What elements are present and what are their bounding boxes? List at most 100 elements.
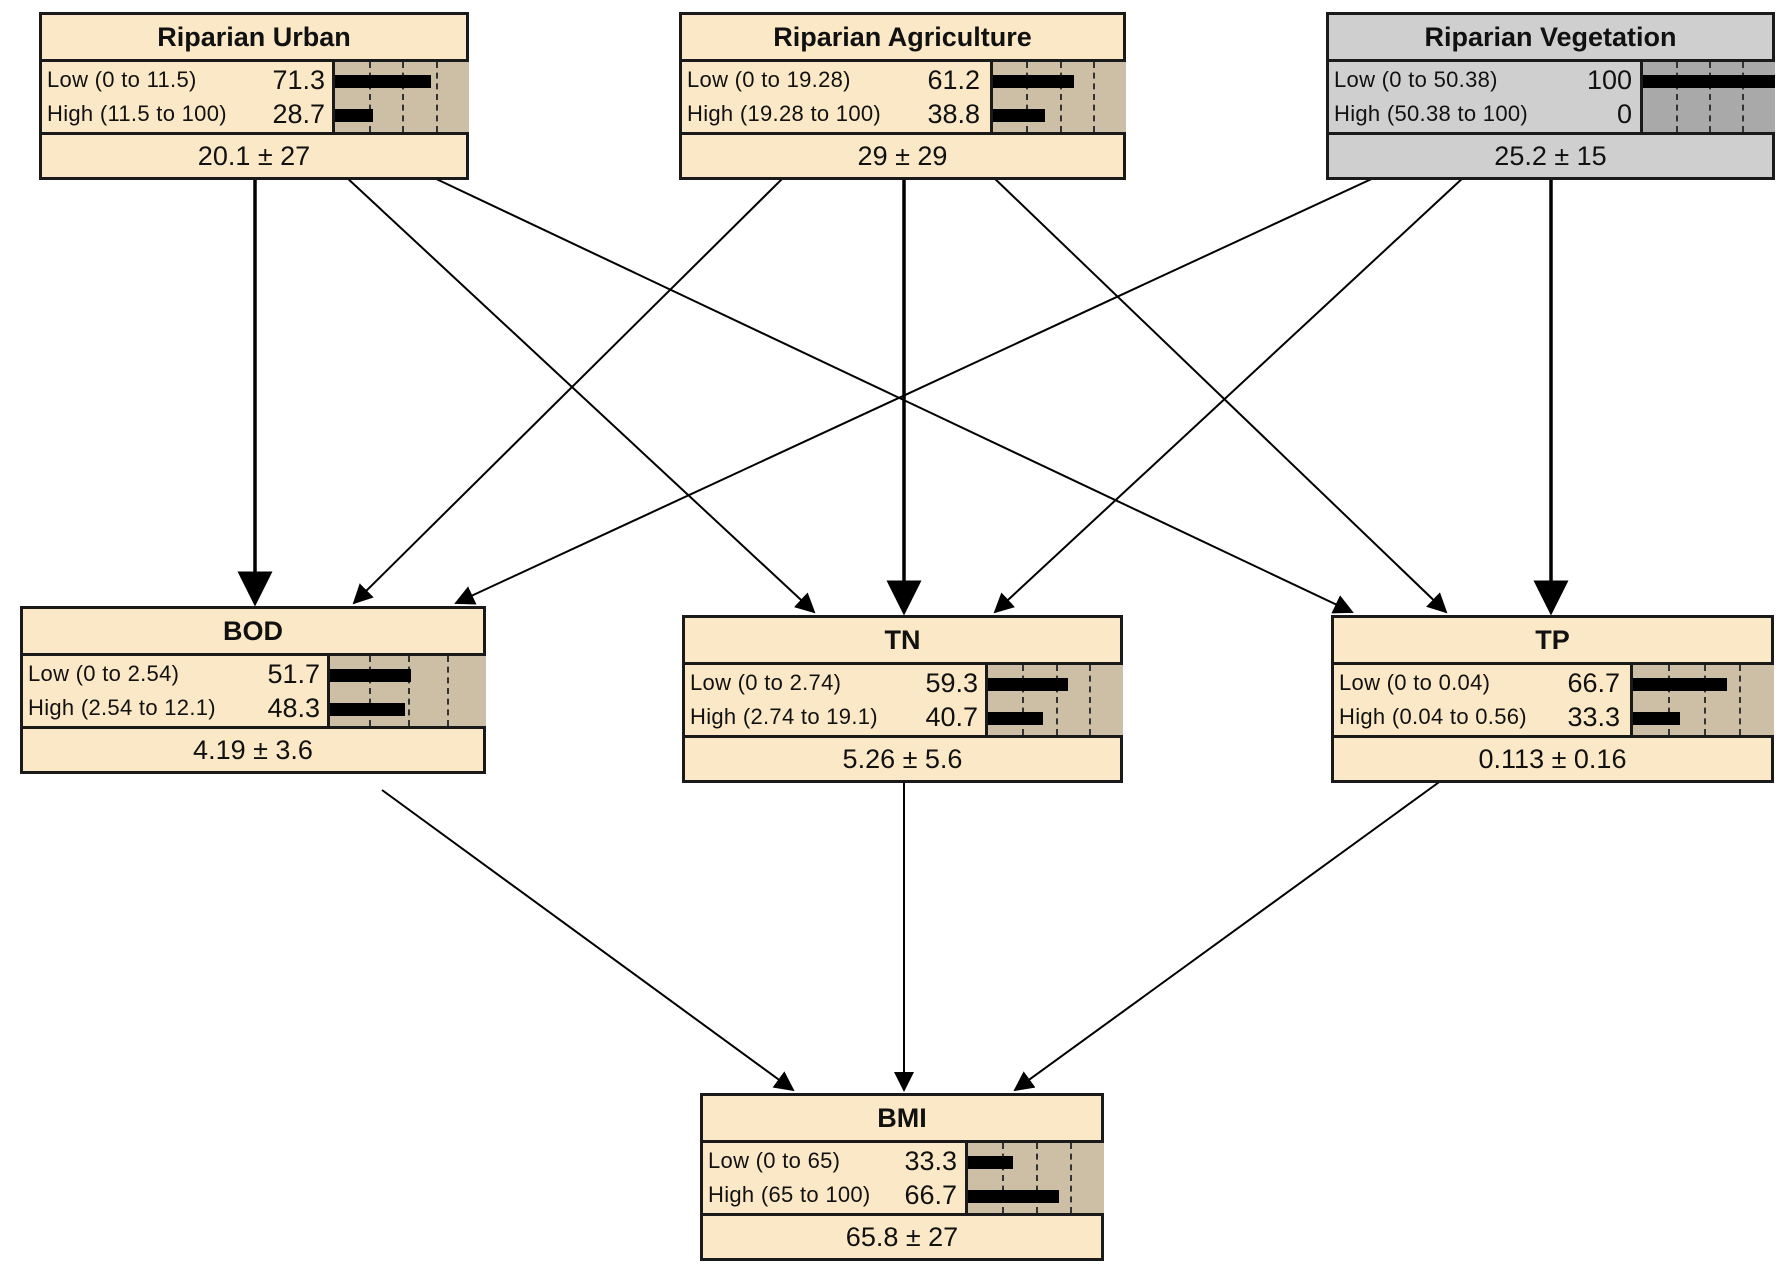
gridline-25 xyxy=(1026,62,1028,132)
gridline-50 xyxy=(402,62,404,132)
belief-bar-area xyxy=(1630,665,1774,735)
gridline-75 xyxy=(1742,62,1744,132)
gridline-50 xyxy=(1060,62,1062,132)
node-title: TN xyxy=(685,618,1120,665)
state-row-low: Low (0 to 65) 33.3 xyxy=(703,1145,965,1177)
edge-riparian-vegetation-to-bod xyxy=(454,175,1379,605)
state-row-high: High (0.04 to 0.56) 33.3 xyxy=(1334,701,1630,733)
state-row-high: High (50.38 to 100) 0 xyxy=(1329,98,1640,130)
state-label: High (19.28 to 100) xyxy=(687,101,882,126)
node-title: Riparian Agriculture xyxy=(682,15,1123,62)
state-probability: 51.7 xyxy=(267,659,320,689)
state-label: High (2.54 to 12.1) xyxy=(28,695,216,720)
belief-bar-area xyxy=(1640,62,1775,132)
node-title: Riparian Urban xyxy=(42,15,466,62)
state-label: Low (0 to 19.28) xyxy=(687,67,851,92)
state-label: Low (0 to 65) xyxy=(708,1148,841,1173)
state-probability: 100 xyxy=(1586,65,1632,95)
belief-bar-high xyxy=(988,712,1043,725)
state-row-low: Low (0 to 19.28) 61.2 xyxy=(682,64,990,96)
gridline-50 xyxy=(1704,665,1706,735)
belief-bar-low xyxy=(1643,75,1775,88)
state-row-high: High (2.54 to 12.1) 48.3 xyxy=(23,692,327,724)
node-mean-sd: 5.26 ± 5.6 xyxy=(842,744,963,774)
node-title: TP xyxy=(1334,618,1771,665)
gridline-25 xyxy=(1022,665,1024,735)
gridline-75 xyxy=(1070,1143,1072,1213)
state-label: Low (0 to 50.38) xyxy=(1334,67,1498,92)
state-label: High (50.38 to 100) xyxy=(1334,101,1529,126)
state-row-low: Low (0 to 11.5) 71.3 xyxy=(42,64,332,96)
edge-riparian-agriculture-to-tp xyxy=(991,175,1448,614)
belief-bar-high xyxy=(330,703,405,716)
belief-bar-low xyxy=(988,678,1068,691)
state-probability: 40.7 xyxy=(925,702,978,732)
node-mean-sd: 29 ± 29 xyxy=(857,141,948,171)
edge-riparian-agriculture-to-bod xyxy=(352,175,786,605)
state-label: Low (0 to 2.54) xyxy=(28,661,180,686)
gridline-25 xyxy=(1668,665,1670,735)
belief-bar-area xyxy=(332,62,469,132)
state-probability: 38.8 xyxy=(927,99,980,129)
belief-bar-area xyxy=(990,62,1126,132)
gridline-25 xyxy=(1676,62,1678,132)
state-label: Low (0 to 0.04) xyxy=(1339,670,1491,695)
gridline-50 xyxy=(1036,1143,1038,1213)
belief-bar-high xyxy=(993,109,1045,122)
gridline-25 xyxy=(369,656,371,726)
gridline-75 xyxy=(1739,665,1741,735)
state-probability: 59.3 xyxy=(925,668,978,698)
state-label: High (2.74 to 19.1) xyxy=(690,704,878,729)
state-row-high: High (2.74 to 19.1) 40.7 xyxy=(685,701,985,733)
gridline-50 xyxy=(408,656,410,726)
node-title: BOD xyxy=(23,609,483,656)
state-probability: 48.3 xyxy=(267,693,320,723)
node-mean-sd: 25.2 ± 15 xyxy=(1494,141,1607,171)
belief-bar-high xyxy=(1633,712,1680,725)
state-probability: 66.7 xyxy=(1567,668,1620,698)
state-probability: 33.3 xyxy=(904,1146,957,1176)
state-probability: 0 xyxy=(1616,99,1632,129)
state-probability: 28.7 xyxy=(272,99,325,129)
gridline-75 xyxy=(447,656,449,726)
state-probability: 33.3 xyxy=(1567,702,1620,732)
state-row-high: High (11.5 to 100) 28.7 xyxy=(42,98,332,130)
belief-bar-low xyxy=(330,669,411,682)
gridline-25 xyxy=(369,62,371,132)
state-row-low: Low (0 to 2.74)59.3 xyxy=(685,667,985,699)
belief-bar-low xyxy=(968,1156,1013,1169)
state-label: High (0.04 to 0.56) xyxy=(1339,704,1527,729)
belief-bar-low xyxy=(993,75,1074,88)
state-label: High (11.5 to 100) xyxy=(47,101,227,126)
belief-bar-low xyxy=(335,75,431,88)
gridline-50 xyxy=(1709,62,1711,132)
gridline-75 xyxy=(436,62,438,132)
node-mean-sd: 4.19 ± 3.6 xyxy=(193,735,313,765)
state-probability: 61.2 xyxy=(927,65,980,95)
state-row-low: Low (0 to 50.38) 100 xyxy=(1329,64,1640,96)
state-probability: 66.7 xyxy=(904,1180,957,1210)
state-probability: 71.3 xyxy=(272,65,325,95)
belief-bar-high xyxy=(335,109,373,122)
edge-bod-to-bmi xyxy=(381,789,795,1092)
state-row-low: Low (0 to 2.54) 51.7 xyxy=(23,658,327,690)
node-mean-sd: 0.113 ± 0.16 xyxy=(1478,744,1627,774)
belief-bar-area xyxy=(985,665,1123,735)
state-row-high: High (19.28 to 100) 38.8 xyxy=(682,98,990,130)
state-row-high: High (65 to 100) 66.7 xyxy=(703,1179,965,1211)
state-label: High (65 to 100) xyxy=(708,1182,871,1207)
state-label: Low (0 to 11.5) xyxy=(47,67,197,92)
